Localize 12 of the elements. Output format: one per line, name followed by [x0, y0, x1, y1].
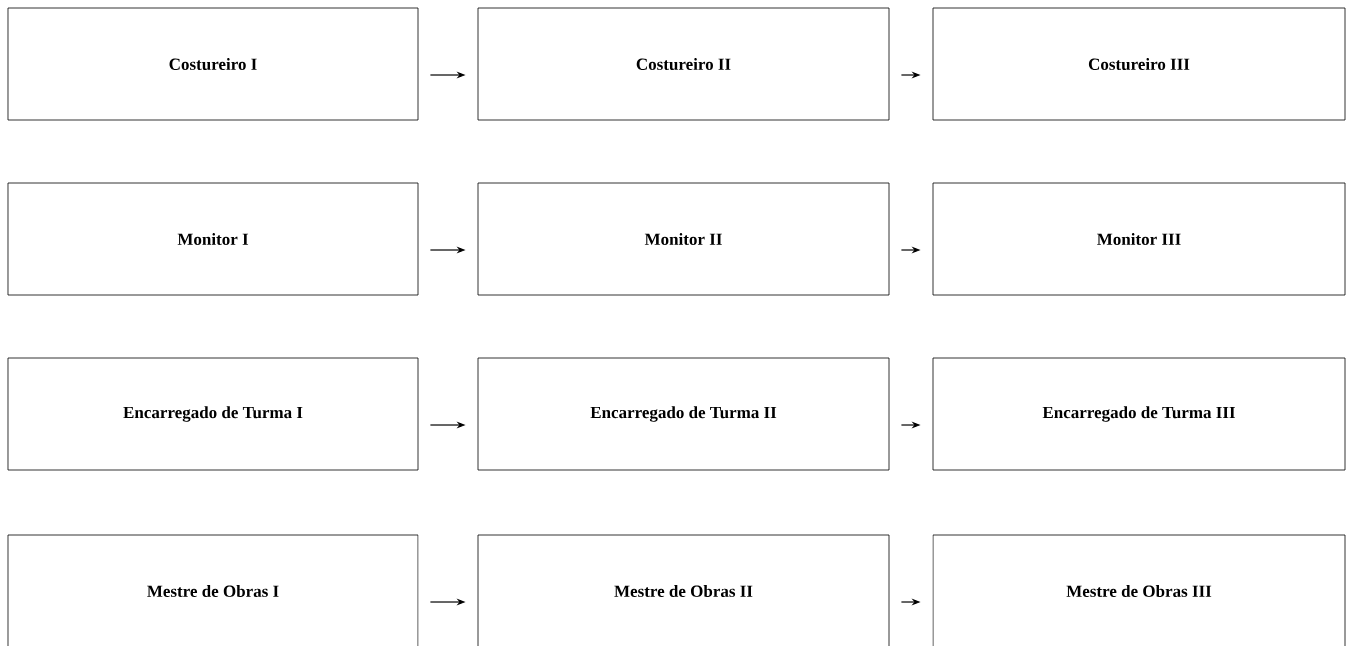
process-box: Encarregado de Turma III — [932, 357, 1346, 471]
process-box: Mestre de Obras I — [7, 534, 419, 646]
process-box: Mestre de Obras III — [932, 534, 1346, 646]
process-box: Mestre de Obras II — [477, 534, 890, 646]
process-box: Monitor I — [7, 182, 419, 296]
process-box: Encarregado de Turma I — [7, 357, 419, 471]
process-box: Monitor II — [477, 182, 890, 296]
process-box: Costureiro I — [7, 7, 419, 121]
process-box: Costureiro III — [932, 7, 1346, 121]
process-box: Encarregado de Turma II — [477, 357, 890, 471]
process-box: Costureiro II — [477, 7, 890, 121]
process-box: Monitor III — [932, 182, 1346, 296]
